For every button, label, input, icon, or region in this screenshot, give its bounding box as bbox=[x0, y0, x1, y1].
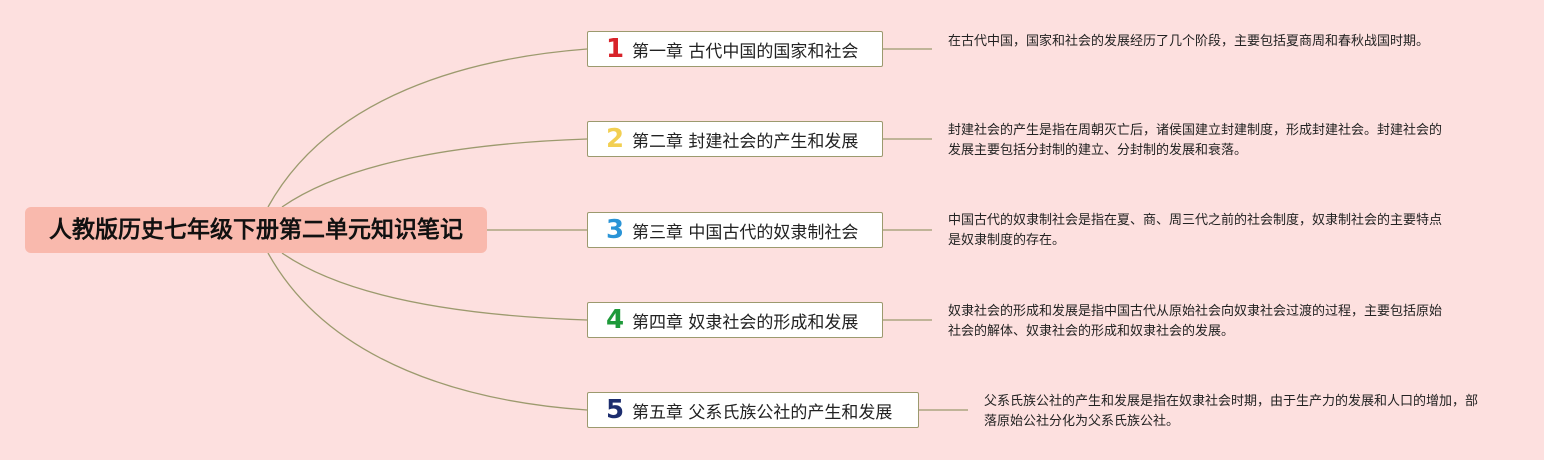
chapter-title-2: 第二章 封建社会的产生和发展 bbox=[632, 131, 859, 152]
chapter-title-4: 第四章 奴隶社会的形成和发展 bbox=[632, 312, 859, 333]
chapter-description-5: 父系氏族公社的产生和发展是指在奴隶社会时期，由于生产力的发展和人口的增加，部落原… bbox=[984, 394, 1479, 429]
chapter-node-2[interactable]: 2 第二章 封建社会的产生和发展 bbox=[587, 121, 883, 157]
branch-curve-5 bbox=[267, 252, 588, 411]
chapter-node-4[interactable]: 4 第四章 奴隶社会的形成和发展 bbox=[587, 302, 883, 338]
chapter-node-3[interactable]: 3 第三章 中国古代的奴隶制社会 bbox=[587, 212, 883, 248]
branch-curve-2 bbox=[281, 138, 588, 208]
chapter-number-3: 3 bbox=[606, 215, 625, 245]
chapter-number-5: 5 bbox=[606, 395, 625, 425]
root-topic[interactable]: 人教版历史七年级下册第二单元知识笔记 bbox=[25, 207, 487, 253]
chapter-description-3: 中国古代的奴隶制社会是指在夏、商、周三代之前的社会制度，奴隶制社会的主要特点是奴… bbox=[948, 213, 1443, 248]
chapter-number-1: 1 bbox=[606, 34, 625, 64]
chapter-number-2: 2 bbox=[606, 124, 625, 154]
chapter-description-2: 封建社会的产生是指在周朝灭亡后，诸侯国建立封建制度，形成封建社会。封建社会的发展… bbox=[948, 123, 1443, 158]
chapter-title-5: 第五章 父系氏族公社的产生和发展 bbox=[632, 402, 893, 423]
chapter-title-3: 第三章 中国古代的奴隶制社会 bbox=[632, 222, 859, 243]
chapter-description-1: 在古代中国，国家和社会的发展经历了几个阶段，主要包括夏商周和春秋战国时期。 bbox=[948, 34, 1430, 49]
branch-curve-4 bbox=[281, 252, 588, 321]
chapter-title-1: 第一章 古代中国的国家和社会 bbox=[632, 41, 859, 62]
chapter-node-5[interactable]: 5 第五章 父系氏族公社的产生和发展 bbox=[587, 392, 919, 428]
branch-curve-1 bbox=[267, 48, 588, 208]
chapter-number-4: 4 bbox=[606, 305, 625, 335]
chapter-description-4: 奴隶社会的形成和发展是指中国古代从原始社会向奴隶社会过渡的过程，主要包括原始社会… bbox=[948, 304, 1443, 339]
chapter-node-1[interactable]: 1 第一章 古代中国的国家和社会 bbox=[587, 31, 883, 67]
